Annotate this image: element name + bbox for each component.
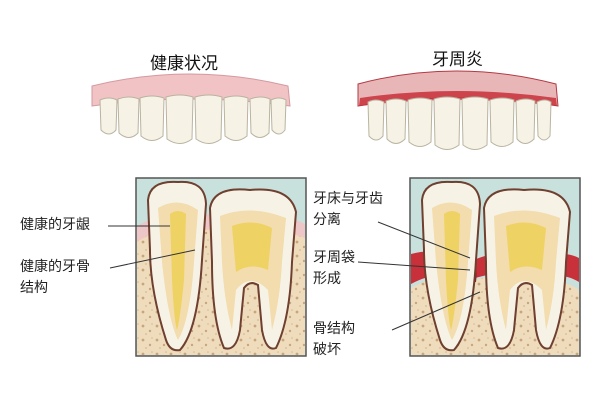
leader-healthy-bone (109, 249, 196, 269)
label-separation-line2: 分离 (313, 212, 341, 228)
label-healthy-bone-line1: 健康的牙骨 (20, 259, 90, 275)
leader-lines (108, 221, 481, 331)
label-pocket-line2: 形成 (313, 271, 341, 287)
title-healthy: 健康状况 (150, 54, 218, 74)
periodontitis-cross-section (409, 177, 581, 357)
label-separation-line1: 牙床与牙齿 (313, 191, 383, 207)
label-healthy-gum: 健康的牙龈 (20, 217, 90, 233)
label-bone-damage-line1: 骨结构 (313, 321, 355, 337)
leader-separation (377, 221, 471, 259)
healthy-teeth (99, 94, 287, 144)
periodontitis-tooth-right (482, 188, 572, 350)
healthy-cross-section (135, 177, 307, 357)
healthy-tooth-left (146, 180, 208, 352)
healthy-tooth-right (208, 188, 298, 350)
label-healthy-bone-line2: 结构 (20, 280, 48, 296)
healthy-teeth-arch (91, 73, 291, 144)
leader-pocket (357, 261, 471, 271)
periodontitis-tooth-left (420, 180, 482, 352)
label-pocket-line1: 牙周袋 (313, 250, 355, 266)
periodontitis-teeth-arch (357, 70, 559, 150)
leader-bone-damage (391, 291, 481, 331)
periodontitis-teeth (367, 96, 552, 150)
label-bone-damage-line2: 破坏 (313, 342, 341, 358)
title-periodontitis: 牙周炎 (432, 50, 483, 70)
